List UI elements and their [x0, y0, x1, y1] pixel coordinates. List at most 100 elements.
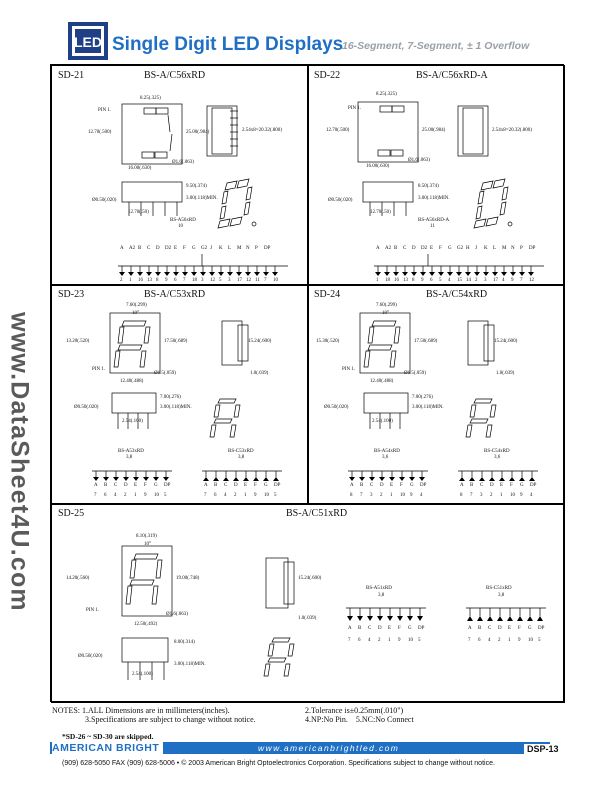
- circuit-label: BS-C54xRD: [484, 449, 510, 454]
- pin-number: 1: [508, 638, 511, 643]
- segment-label: E: [500, 483, 504, 488]
- segment-label: E: [430, 246, 434, 251]
- pin-number: 2: [120, 278, 123, 283]
- segment-label: G: [408, 626, 412, 631]
- segment-label: D: [498, 626, 502, 631]
- pin-number: 2: [378, 638, 381, 643]
- segment-label: A: [460, 483, 464, 488]
- pin-number: 9: [410, 493, 413, 498]
- segment-label: C: [370, 483, 374, 488]
- segment-label: A2: [385, 246, 392, 251]
- led-logo: LED: [68, 22, 108, 60]
- segment-label: F: [398, 626, 401, 631]
- pin-number: 4: [530, 493, 533, 498]
- segment-label: D: [490, 483, 494, 488]
- watermark-text: www.DataSheet4U.com: [5, 312, 34, 612]
- segment-label: D: [124, 483, 128, 488]
- pin-number: 9: [518, 638, 521, 643]
- circuit-num: 11: [430, 224, 435, 229]
- section-id: SD-24: [314, 289, 341, 300]
- segment-label: A: [94, 483, 98, 488]
- circuit-num: 3,6: [494, 455, 501, 460]
- watermark: www.DataSheet4U.com: [5, 262, 34, 662]
- dim: 3.00(.118)MIN.: [174, 662, 206, 667]
- segment-label: P: [255, 246, 258, 251]
- pin-number: 5: [439, 278, 442, 283]
- website-link[interactable]: www.americanbrightled.com: [258, 743, 400, 753]
- skip-note: *SD-26 ~ SD-30 are skipped.: [62, 732, 154, 741]
- pin1-label: PIN 1.: [92, 367, 106, 372]
- notes-right: 2.Tolerance is±0.25mm(.010") 4.NP:No Pin…: [305, 706, 414, 724]
- pin-number: 1: [376, 278, 379, 283]
- pin-number: 18: [192, 278, 197, 283]
- segment-label: M: [502, 246, 507, 251]
- note-5: 5.NC:No Connect: [355, 715, 414, 724]
- pin-number: 7: [183, 278, 186, 283]
- pin-number: 1: [129, 278, 132, 283]
- pin-number: 7: [264, 278, 267, 283]
- circuit-label: BS-A56xRD: [170, 218, 196, 223]
- segment-label: B: [358, 626, 362, 631]
- pin-number: 8: [412, 278, 415, 283]
- segment-label: P: [520, 246, 523, 251]
- dim: 17.50(.689): [414, 339, 438, 344]
- note-3: 3.Specifications are subject to change w…: [85, 715, 256, 724]
- section-sd25: SD-25 BS-A/C51xRD 8.10(.319) 10°: [51, 503, 565, 703]
- pin-number: 4: [420, 493, 423, 498]
- segment-label: B: [104, 483, 108, 488]
- segment-label: D: [412, 246, 416, 251]
- pin1-label: PIN 1.: [348, 106, 362, 111]
- segment-label: DP: [420, 483, 427, 488]
- segment-label: F: [518, 626, 521, 631]
- segment-label: B: [138, 246, 142, 251]
- dim: 19.00(.748): [176, 576, 200, 581]
- segment-label: G: [448, 246, 452, 251]
- pin-number: 7: [468, 638, 471, 643]
- section-id: SD-22: [314, 70, 341, 81]
- dim: 17.50(.689): [164, 339, 188, 344]
- segment-label: DP: [530, 483, 537, 488]
- dim: 7.00(.276): [412, 395, 433, 400]
- circuit-num: 3,8: [498, 593, 505, 598]
- pin-number: 9: [165, 278, 168, 283]
- pin-number: 5: [219, 278, 222, 283]
- dim: 3.00(.118)MIN.: [418, 196, 450, 201]
- pin-number: 3: [480, 493, 483, 498]
- dim: 25.00(.984): [422, 128, 446, 133]
- pin-number: 4: [114, 493, 117, 498]
- circuit-label: BS-A56xRD-A: [418, 218, 450, 223]
- pin-number: 18: [385, 278, 390, 283]
- sd23-drawing: [92, 312, 282, 481]
- dim: 12.50(.492): [134, 622, 158, 627]
- pin-number: 9: [254, 493, 257, 498]
- pin-number: 9: [520, 493, 523, 498]
- pin-number: 12: [246, 278, 251, 283]
- part-number: BS-A/C56xRD: [144, 70, 206, 81]
- pin-number: 2: [498, 638, 501, 643]
- pin-number: 5: [164, 493, 167, 498]
- pin-number: 6: [174, 278, 177, 283]
- dim: 7.60(.299): [126, 303, 147, 308]
- pin-number: 7: [360, 493, 363, 498]
- segment-label: E: [174, 246, 178, 251]
- dim: 16.00(.630): [366, 164, 390, 169]
- dim: 8.00(.314): [174, 640, 195, 645]
- pin-number: 6: [478, 638, 481, 643]
- brand-name: AMERICAN BRIGHT: [52, 742, 164, 754]
- dim: Ø1.5(.059): [404, 371, 426, 376]
- dim: 12.40(.488): [370, 379, 394, 384]
- segment-label: E: [244, 483, 248, 488]
- segment-label: D: [380, 483, 384, 488]
- circuit-num: 3,6: [382, 455, 389, 460]
- segment-label: C: [488, 626, 492, 631]
- segment-label: D2: [165, 246, 172, 251]
- pin-number: 14: [466, 278, 471, 283]
- segment-label: A: [468, 626, 472, 631]
- page-title: Single Digit LED Displays: [112, 34, 344, 55]
- segment-label: DP: [264, 246, 271, 251]
- segment-label: H: [466, 246, 470, 251]
